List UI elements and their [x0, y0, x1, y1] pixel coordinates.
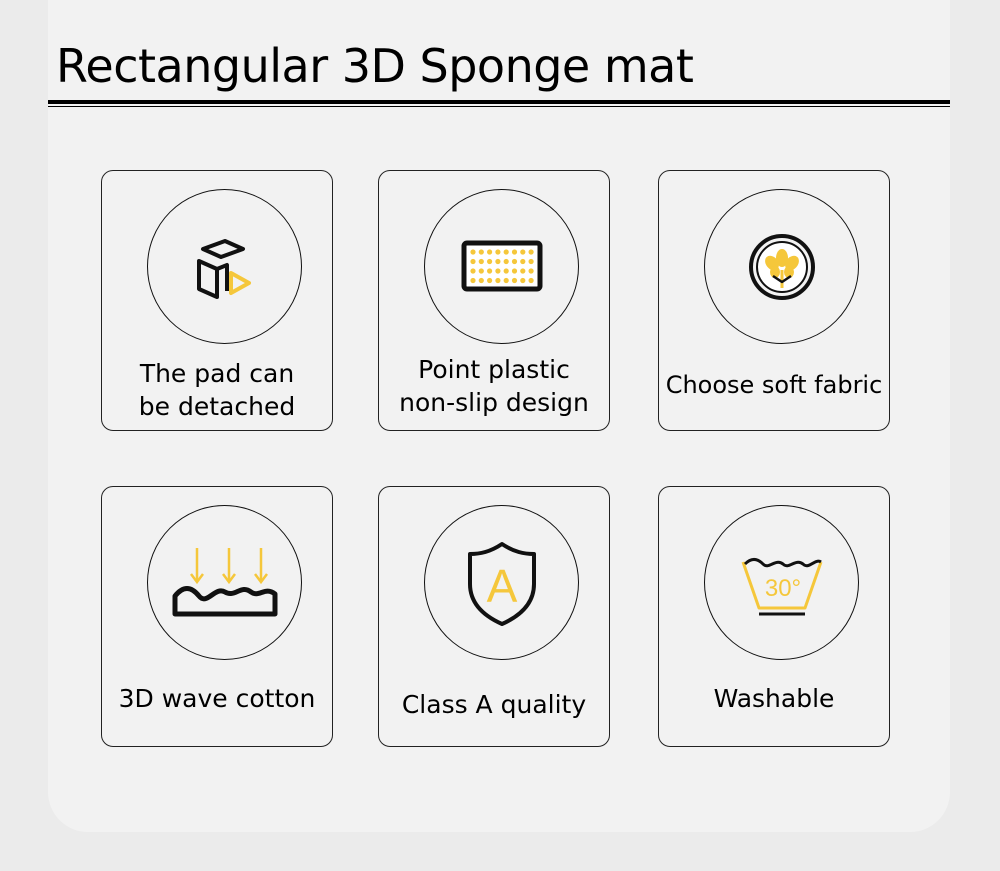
- page-title: Rectangular 3D Sponge mat: [56, 39, 694, 93]
- nonslip-dot: [511, 258, 517, 264]
- nonslip-dot: [494, 248, 500, 255]
- nonslip-dot: [494, 277, 500, 283]
- nonslip-dot: [486, 277, 492, 283]
- wash-temperature-text: 30°: [764, 575, 800, 602]
- quality-grade-text: A: [486, 560, 517, 612]
- title-underline: [48, 100, 950, 104]
- feature-icon-circle: [704, 189, 859, 344]
- feature-label: Class A quality: [401, 690, 587, 719]
- dotted-nonslip-mat-icon: [461, 240, 542, 291]
- feature-tile-detachable: The pad can be detached: [101, 170, 333, 431]
- nonslip-dot: [519, 277, 525, 283]
- nonslip-dot: [503, 267, 509, 274]
- nonslip-dot: [511, 248, 517, 255]
- nonslip-dot: [478, 277, 484, 283]
- feature-label: Washable: [713, 684, 835, 713]
- quality-shield-icon: A: [467, 541, 536, 626]
- nonslip-dot: [478, 248, 484, 255]
- feature-label: 3D wave cotton: [118, 684, 316, 713]
- nonslip-dot: [478, 267, 484, 274]
- feature-tile-nonslip: Point plastic non-slip design: [378, 170, 610, 431]
- cotton-flower-icon: [748, 233, 815, 300]
- feature-label: The pad can be detached: [138, 359, 296, 421]
- nonslip-dot: [469, 258, 476, 264]
- feature-icon-circle: 30°: [704, 505, 859, 660]
- nonslip-dot: [486, 248, 492, 255]
- nonslip-dot: [486, 258, 492, 264]
- feature-label: Point plastic non-slip design: [399, 355, 589, 417]
- detachable-cube-icon: [196, 238, 251, 299]
- nonslip-dot: [486, 267, 492, 274]
- feature-icon-circle: [424, 189, 579, 344]
- feature-tile-wave-cotton: 3D wave cotton: [101, 486, 333, 747]
- feature-tile-quality: A Class A quality: [378, 486, 610, 747]
- nonslip-dot: [511, 277, 517, 283]
- nonslip-dot: [528, 248, 534, 255]
- nonslip-dot: [503, 277, 509, 283]
- feature-tile-washable: 30° Washable: [658, 486, 890, 747]
- title-underline-thin: [48, 106, 950, 107]
- nonslip-dot: [519, 248, 525, 255]
- wash-30-icon: 30°: [741, 557, 822, 615]
- feature-tile-soft-fabric: Choose soft fabric: [658, 170, 890, 431]
- nonslip-dot: [503, 248, 509, 255]
- nonslip-dot: [503, 258, 509, 264]
- feature-icon-circle: [147, 189, 302, 344]
- nonslip-dot: [469, 277, 476, 283]
- nonslip-dot: [511, 267, 517, 274]
- feature-icon-circle: [147, 505, 302, 660]
- nonslip-dot: [528, 267, 534, 274]
- nonslip-dot: [519, 267, 525, 274]
- nonslip-dot: [528, 258, 534, 264]
- wave-cotton-icon: [172, 547, 277, 616]
- nonslip-dot: [469, 267, 476, 274]
- nonslip-dot: [519, 258, 525, 264]
- nonslip-dot: [494, 267, 500, 274]
- feature-icon-circle: A: [424, 505, 579, 660]
- nonslip-dot: [494, 258, 500, 264]
- feature-label: Choose soft fabric: [665, 371, 883, 399]
- nonslip-dot: [469, 248, 476, 255]
- nonslip-dot: [478, 258, 484, 264]
- nonslip-dot: [528, 277, 534, 283]
